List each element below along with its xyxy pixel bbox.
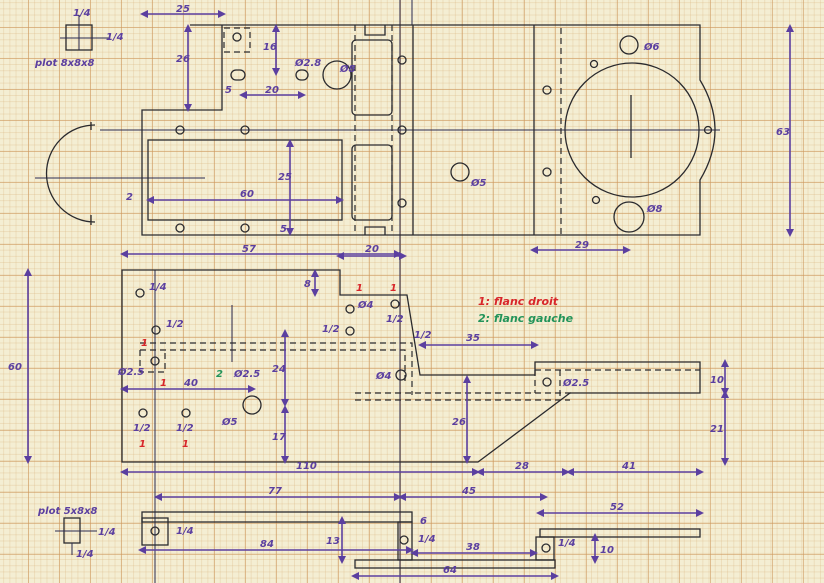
- dim-label: 29: [575, 240, 589, 251]
- dim-label: 35: [466, 333, 480, 344]
- plot-dim-b: 1/4: [76, 549, 94, 560]
- diameter-label: Ø5: [221, 416, 238, 428]
- legend-flanc-droit: 1: flanc droit: [478, 295, 559, 308]
- dim-label: 20: [265, 85, 279, 96]
- diameter-label: Ø8: [339, 63, 356, 75]
- dim-label: 5: [225, 85, 232, 96]
- dim-label: 5: [280, 224, 287, 235]
- dim-label: 110: [296, 461, 317, 472]
- dim-label: 60: [8, 362, 22, 373]
- dim-label: 1/4: [418, 534, 436, 545]
- top-view-dimension-lines: [140, 10, 794, 254]
- dim-label: 25: [278, 172, 292, 183]
- dim-label: 1/2: [166, 319, 184, 330]
- dim-label: 10: [600, 545, 614, 556]
- diameter-label: Ø8: [646, 203, 663, 215]
- dim-label: 41: [621, 461, 636, 472]
- flank-mark-red: 1: [182, 439, 189, 450]
- dim-label: 1/2: [386, 314, 404, 325]
- dim-label: 8: [304, 279, 311, 290]
- dim-label: 20: [365, 244, 379, 255]
- flank-mark-red: 1: [390, 283, 397, 294]
- dim-label: 1/2: [414, 330, 432, 341]
- diameter-label: Ø2.8: [294, 57, 321, 69]
- dim-label: 1/4: [176, 526, 194, 537]
- plot-dim-a: 1/4: [73, 8, 91, 19]
- bottom-view-part: [55, 511, 701, 569]
- diameter-label: Ø6: [643, 41, 660, 53]
- flank-mark-red: 1: [356, 283, 363, 294]
- dim-label: 26: [176, 54, 190, 65]
- dim-label: 63: [776, 127, 790, 138]
- flank-mark-green: 2: [216, 369, 223, 380]
- side-view-dimension-lines: [24, 250, 729, 476]
- dim-label: 6: [420, 516, 427, 527]
- diameter-label: Ø2.5: [562, 377, 589, 389]
- dim-label: 1/2: [133, 423, 151, 434]
- dim-label: 17: [272, 432, 286, 443]
- dim-label: 28: [515, 461, 529, 472]
- dim-label: 1/2: [176, 423, 194, 434]
- flank-mark-red: 1: [139, 439, 146, 450]
- dim-label: 64: [443, 565, 457, 576]
- dim-label: 2: [126, 192, 133, 203]
- dim-label: 13: [326, 536, 340, 547]
- dim-label: 60: [240, 189, 254, 200]
- dim-label: 52: [610, 502, 624, 513]
- dim-label: 1/2: [322, 324, 340, 335]
- legend-flanc-gauche: 2: flanc gauche: [478, 312, 574, 325]
- side-view-part: [121, 269, 701, 463]
- flank-mark-red: 1: [160, 378, 167, 389]
- top-view-labels: 1/4 1/4 plot 8x8x8 25 26 16 Ø2.8 Ø8 5 20…: [34, 4, 790, 251]
- diameter-label: Ø4: [357, 299, 374, 311]
- diameter-label: Ø2.5: [117, 366, 144, 378]
- dim-label: 84: [260, 539, 274, 550]
- bottom-view-labels: plot 5x8x8 1/4 1/4 77 45 1/4 6 1/4 13 84…: [37, 486, 624, 576]
- dim-label: 45: [461, 486, 476, 497]
- dim-label: 10: [710, 375, 724, 386]
- dim-label: 16: [263, 42, 277, 53]
- dim-label: 1/4: [149, 282, 167, 293]
- dim-label: 24: [272, 364, 286, 375]
- dim-label: 77: [268, 486, 282, 497]
- diameter-label: Ø2.5: [233, 368, 260, 380]
- plot-dim-a: 1/4: [98, 527, 116, 538]
- plot-dim-b: 1/4: [106, 32, 124, 43]
- plot-label: plot 8x8x8: [34, 58, 95, 69]
- diameter-label: Ø4: [375, 370, 392, 382]
- flank-mark-red: 1: [141, 338, 148, 349]
- dim-label: 26: [452, 417, 466, 428]
- dim-label: 25: [176, 4, 190, 15]
- dim-label: 21: [710, 424, 724, 435]
- axis-lines: [35, 0, 720, 583]
- dim-label: 38: [466, 542, 480, 553]
- plot-label: plot 5x8x8: [37, 506, 98, 517]
- bottom-view-dimension-lines: [138, 493, 704, 580]
- dim-label: 57: [242, 244, 256, 255]
- top-view-part: [45, 15, 716, 236]
- dim-label: 1/4: [558, 538, 576, 549]
- side-view-labels: 57 20 8 1/4 1/2 Ø2.5 40 2 Ø2.5 Ø5 1/2 1/…: [8, 244, 724, 472]
- diameter-label: Ø5: [470, 177, 487, 189]
- dim-label: 40: [183, 378, 198, 389]
